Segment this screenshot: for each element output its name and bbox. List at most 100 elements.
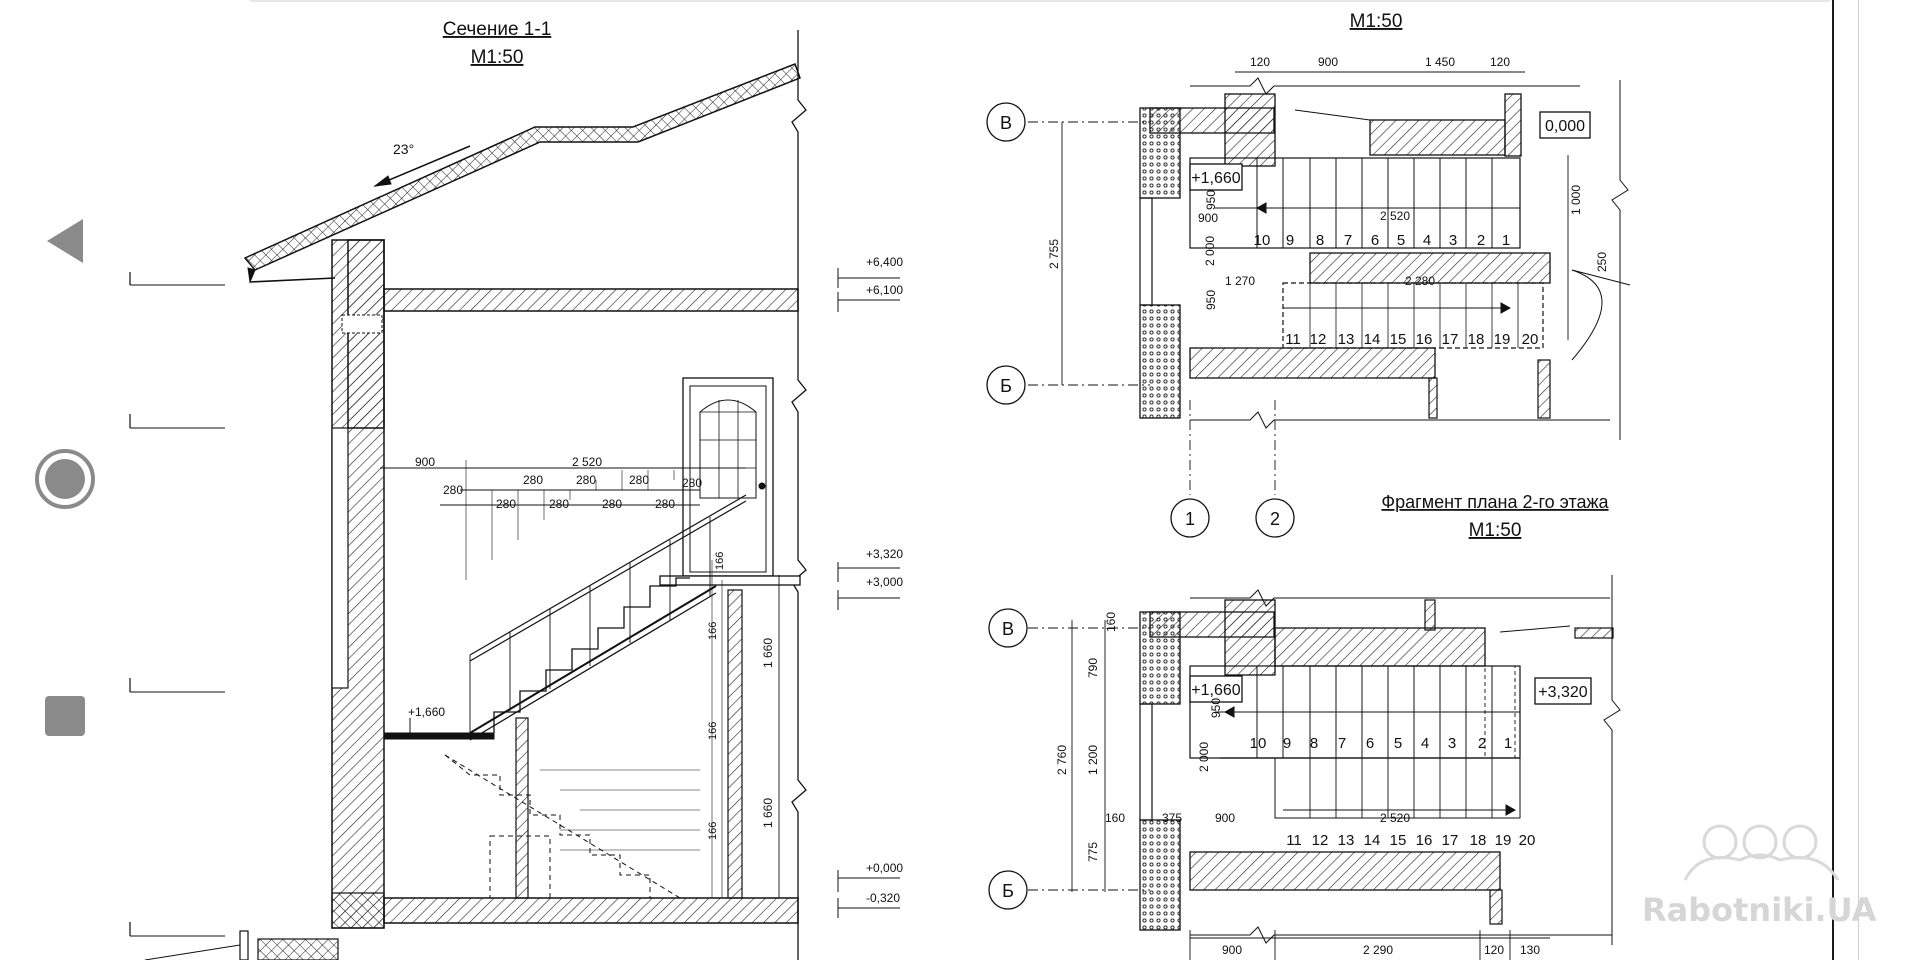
dim-label: 280 [602, 497, 622, 511]
watermark-text: Rabotniki.UA [1642, 891, 1877, 929]
dim-label: 280 [443, 483, 463, 497]
step-number: 14 [1364, 331, 1381, 348]
dim-label: 280 [655, 497, 675, 511]
step-number: 3 [1449, 232, 1457, 249]
watermark-logo-icon [1683, 824, 1840, 881]
dim-label: 2 280 [1405, 274, 1435, 288]
step-number: 20 [1519, 832, 1536, 849]
axis-label-b: Б [1002, 881, 1014, 901]
step-number: 2 [1477, 232, 1485, 249]
axis-marker-b-1 [986, 365, 1026, 405]
level-label: -0,320 [866, 891, 900, 905]
navigation-bar [0, 0, 130, 960]
dim-label: 1 200 [1086, 745, 1100, 775]
step-number: 4 [1423, 232, 1431, 249]
riser-label: 166 [707, 822, 719, 840]
roof-angle-label: 23° [393, 141, 414, 157]
square-recents-icon [45, 696, 85, 736]
landing-box-1660-plan2 [1189, 675, 1243, 703]
dim-label: 280 [549, 497, 569, 511]
section-scale: М1:50 [471, 47, 524, 68]
step-number: 10 [1254, 232, 1271, 249]
home-button[interactable] [30, 444, 100, 514]
dim-label: 1 000 [1569, 185, 1583, 215]
dim-label: 900 [415, 455, 435, 469]
drawing-text: Сечение 1-1 М1:50 М1:50 Фрагмент плана 2… [393, 11, 1610, 957]
step-number: 19 [1495, 832, 1512, 849]
step-number: 15 [1390, 331, 1407, 348]
flight-height-label: 1 660 [761, 798, 775, 828]
dim-label: 280 [523, 473, 543, 487]
step-number: 12 [1312, 832, 1329, 849]
dim-label: 900 [1222, 943, 1242, 957]
dim-label: 950 [1209, 698, 1223, 718]
plan2-step-numbers-bottom: 11 12 13 14 15 16 17 18 19 20 [1286, 832, 1535, 849]
flight-height-label: 1 660 [761, 638, 775, 668]
step-number: 20 [1522, 331, 1539, 348]
dim-label: 2 520 [1380, 209, 1410, 223]
plan2-title: Фрагмент плана 2-го этажа [1381, 492, 1609, 512]
step-number: 19 [1494, 331, 1511, 348]
sheet-frame-line-outer [1858, 0, 1859, 960]
dim-label: 2 000 [1197, 742, 1211, 772]
dim-label: 120 [1250, 55, 1270, 69]
axis-marker-v-1 [986, 102, 1026, 142]
step-number: 8 [1310, 735, 1318, 752]
plan-2-stair [1028, 575, 1621, 960]
landing-box-label: +1,660 [1191, 682, 1240, 699]
dim-label: 1 450 [1425, 55, 1455, 69]
dim-label: 790 [1086, 658, 1100, 678]
sheet-edge [250, 0, 1830, 2]
dim-label: 900 [1198, 211, 1218, 225]
step-number: 1 [1502, 232, 1510, 249]
step-number: 11 [1286, 832, 1302, 849]
riser-label: 166 [707, 622, 719, 640]
step-number: 7 [1344, 232, 1352, 249]
step-number: 17 [1442, 331, 1459, 348]
step-number: 18 [1470, 832, 1487, 849]
watermark: Rabotniki.UA [1642, 824, 1877, 929]
dim-label: 160 [1105, 811, 1125, 825]
dim-label: 120 [1484, 943, 1504, 957]
step-number: 4 [1421, 735, 1429, 752]
dim-label: 950 [1204, 190, 1218, 210]
axis-label-v: В [1002, 619, 1014, 639]
circle-home-icon [35, 449, 95, 509]
plan-1-stair [1028, 71, 1631, 495]
dim-label: 120 [1490, 55, 1510, 69]
riser-label: 166 [707, 722, 719, 740]
step-number: 8 [1316, 232, 1324, 249]
axis-label-b: Б [1000, 376, 1012, 396]
back-button[interactable] [30, 206, 100, 276]
step-number: 15 [1390, 832, 1407, 849]
level-label: +3,000 [866, 575, 903, 589]
recents-button[interactable] [30, 681, 100, 751]
axis-marker-b-2 [988, 870, 1028, 910]
dim-label: 2 760 [1055, 745, 1069, 775]
dim-label: 2 290 [1363, 943, 1393, 957]
step-number: 16 [1416, 331, 1433, 348]
step-number: 5 [1394, 735, 1402, 752]
step-number: 13 [1338, 331, 1355, 348]
dim-label: 280 [496, 497, 516, 511]
step-number: 13 [1338, 832, 1355, 849]
landing-box-label: +1,660 [1191, 170, 1240, 187]
axis-label-v: В [1000, 113, 1012, 133]
dim-label: 2 520 [572, 455, 602, 469]
dim-label: 160 [1104, 612, 1118, 632]
section-1-1 [129, 30, 900, 960]
step-number: 1 [1504, 735, 1512, 752]
dim-label: 900 [1215, 811, 1235, 825]
axis-marker-1 [1170, 498, 1210, 538]
dim-label: 250 [1595, 252, 1609, 272]
step-number: 5 [1397, 232, 1405, 249]
step-number: 18 [1468, 331, 1485, 348]
step-number: 14 [1364, 832, 1381, 849]
axis-label-2: 2 [1270, 509, 1280, 529]
riser-label: 166 [714, 552, 726, 570]
dim-label: 2 000 [1203, 236, 1217, 266]
step-number: 6 [1366, 735, 1374, 752]
step-number: 3 [1448, 735, 1456, 752]
